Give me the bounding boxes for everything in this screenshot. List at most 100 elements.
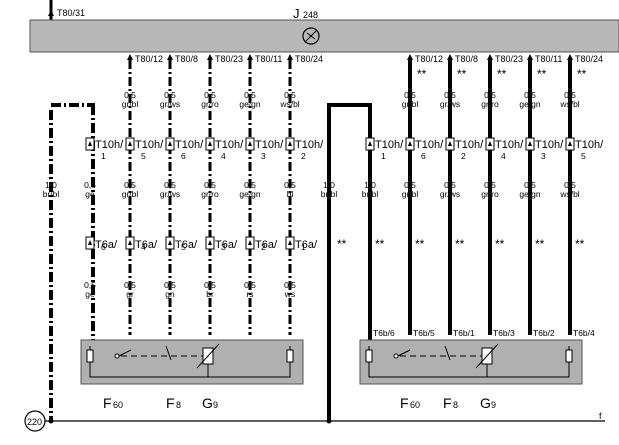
- left-top-arrow-icon: [207, 54, 213, 60]
- left-mid-size: 0,5: [244, 180, 256, 190]
- right-t10-label: T10h/: [415, 139, 444, 151]
- left-top-color: gr/ws: [160, 99, 180, 109]
- left-t6-sub: 1: [301, 242, 306, 252]
- left-t10-label: T10h/: [95, 139, 124, 151]
- right-t6-label: T6b/1: [453, 328, 475, 338]
- right-mid-size: 0,5: [404, 180, 416, 190]
- right-top-size: 0,5: [404, 90, 416, 100]
- right-switch-icon: [393, 353, 399, 359]
- right-top-size: 0,5: [564, 90, 576, 100]
- left-low-size: 0,5: [244, 280, 256, 290]
- right-mid-color: br/bl: [362, 189, 379, 199]
- left-top-color: gr/ro: [201, 99, 219, 109]
- right-ground-size: 1,0: [323, 180, 335, 190]
- left-t6-connector-arrow-icon: [208, 240, 212, 245]
- control-unit-bar: [29, 19, 619, 53]
- right-t10-sub: 5: [581, 151, 586, 161]
- right-mid-color: ge/gn: [519, 189, 541, 199]
- left-mid-size: 0,5: [164, 180, 176, 190]
- left-top-connector-label: T80/24: [295, 54, 323, 64]
- left-switch-icon: [114, 353, 120, 359]
- ground-reference-label: 220: [27, 417, 42, 427]
- left-top-connector-label: T80/23: [215, 54, 243, 64]
- left-resistor-icon: [86, 349, 94, 363]
- right-top-connector-label: T80/12: [415, 54, 443, 64]
- right-potentiometer-icon: [475, 343, 499, 369]
- left-t6-connector-arrow-icon: [288, 240, 292, 245]
- left-t6-sub: 6: [101, 242, 106, 252]
- right-switch-icon: [397, 349, 411, 357]
- left-t10-sub: 1: [101, 151, 106, 161]
- right-top-color: gr/ws: [440, 99, 460, 109]
- right-resistor-icon: [565, 349, 573, 363]
- left-switch-icon: [165, 345, 172, 361]
- right-t10-label: T10h/: [455, 139, 484, 151]
- right-top-connector-label: T80/8: [455, 54, 478, 64]
- f8-sub-right: 8: [453, 400, 458, 410]
- left-mid-color: gr/bl: [122, 189, 139, 199]
- left-t6-label: T6a/: [175, 239, 198, 251]
- left-low-size: 0,5: [284, 280, 296, 290]
- right-mid-size: 0,5: [524, 180, 536, 190]
- left-t10-connector-arrow-icon: [168, 141, 172, 146]
- right-mid-stars: **: [337, 237, 347, 251]
- right-top-stars: **: [417, 67, 427, 81]
- control-unit-symbol-icon: [302, 27, 320, 45]
- right-mid-size: 0,5: [564, 180, 576, 190]
- left-top-arrow-icon: [127, 54, 133, 60]
- f8-sub: 8: [176, 400, 181, 410]
- left-t10-sub: 2: [301, 151, 306, 161]
- left-t10-connector-arrow-icon: [288, 141, 292, 146]
- right-t10-label: T10h/: [495, 139, 524, 151]
- left-top-color: ge/gn: [239, 99, 261, 109]
- left-mid-color: gr/ws: [160, 189, 180, 199]
- g9-sub-right: 9: [491, 400, 496, 410]
- left-t10-connector-arrow-icon: [208, 141, 212, 146]
- right-top-color: gr/bl: [402, 99, 419, 109]
- left-t6-label: T6a/: [215, 239, 238, 251]
- right-mid-color: gr/ro: [481, 189, 499, 199]
- right-mid-size: 0,5: [484, 180, 496, 190]
- right-top-color: ge/gn: [519, 99, 541, 109]
- left-t10-sub: 5: [141, 151, 146, 161]
- left-t10-label: T10h/: [295, 139, 324, 151]
- right-t10-sub: 3: [541, 151, 546, 161]
- left-mid-color: br/bl: [43, 189, 60, 199]
- f60-sub: 60: [113, 400, 123, 410]
- right-inner-wire: [368, 362, 570, 378]
- right-mid-color: ws/bl: [559, 189, 579, 199]
- left-top-size: 0,5: [244, 90, 256, 100]
- top-connector-label: T80/31: [57, 8, 85, 18]
- left-t6-connector-arrow-icon: [128, 240, 132, 245]
- ground-end-label: f: [599, 411, 602, 421]
- right-mid-stars: **: [535, 237, 545, 251]
- left-top-arrow-icon: [247, 54, 253, 60]
- right-ground-color: br/bl: [321, 189, 338, 199]
- left-t10-label: T10h/: [175, 139, 204, 151]
- arrow-up-icon: [48, 10, 54, 16]
- left-top-color: gr/bl: [122, 99, 139, 109]
- left-t6-sub: 3: [221, 242, 226, 252]
- right-t10-label: T10h/: [535, 139, 564, 151]
- left-mid-size: 0,5: [84, 180, 96, 190]
- ground-reference-circle: [24, 410, 46, 432]
- right-t10-connector-arrow-icon: [408, 141, 412, 146]
- right-mid-stars: **: [495, 237, 505, 251]
- right-t10-connector-arrow-icon: [528, 141, 532, 146]
- left-top-arrow-icon: [167, 54, 173, 60]
- right-t6-label: T6b/6: [373, 328, 395, 338]
- left-t10-connector-arrow-icon: [88, 141, 92, 146]
- right-top-connector-label: T80/24: [575, 54, 603, 64]
- left-top-size: 0,5: [164, 90, 176, 100]
- left-mid-color: ge/gn: [239, 189, 261, 199]
- f60-sub-right: 60: [410, 400, 420, 410]
- left-top-size: 0,5: [124, 90, 136, 100]
- left-low-color: br: [206, 289, 214, 299]
- right-t6-label: T6b/3: [493, 328, 515, 338]
- right-top-color: ws/bl: [559, 99, 579, 109]
- right-t10-label: T10h/: [575, 139, 604, 151]
- right-t10-connector-arrow-icon: [488, 141, 492, 146]
- right-t10-sub: 6: [421, 151, 426, 161]
- left-t10-sub: 3: [261, 151, 266, 161]
